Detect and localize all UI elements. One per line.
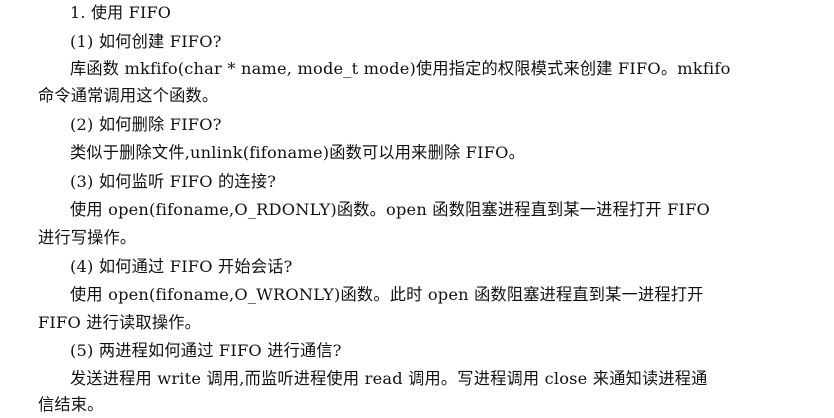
question-4: (4) 如何通过 FIFO 开始会话? <box>70 257 293 276</box>
section-title: 1. 使用 FIFO <box>70 3 172 22</box>
question-2: (2) 如何删除 FIFO? <box>70 115 222 134</box>
answer-3-line-1: 使用 open(fifoname,O_RDONLY)函数。open 函数阻塞进程… <box>70 200 711 219</box>
question-5: (5) 两进程如何通过 FIFO 进行通信? <box>70 341 342 360</box>
answer-1-line-2: 命令通常调用这个函数。 <box>38 86 219 105</box>
answer-4-line-1: 使用 open(fifoname,O_WRONLY)函数。此时 open 函数阻… <box>70 285 704 304</box>
answer-1-line-1: 库函数 mkfifo(char * name, mode_t mode)使用指定… <box>70 59 731 78</box>
question-1: (1) 如何创建 FIFO? <box>70 32 222 51</box>
answer-5-line-2: 信结束。 <box>38 395 104 414</box>
answer-2-line-1: 类似于删除文件,unlink(fifoname)函数可以用来删除 FIFO。 <box>70 143 525 162</box>
answer-4-line-2: FIFO 进行读取操作。 <box>38 313 201 332</box>
question-3: (3) 如何监听 FIFO 的连接? <box>70 172 277 191</box>
answer-5-line-1: 发送进程用 write 调用,而监听进程使用 read 调用。写进程调用 clo… <box>70 369 708 388</box>
answer-3-line-2: 进行写操作。 <box>38 228 137 247</box>
